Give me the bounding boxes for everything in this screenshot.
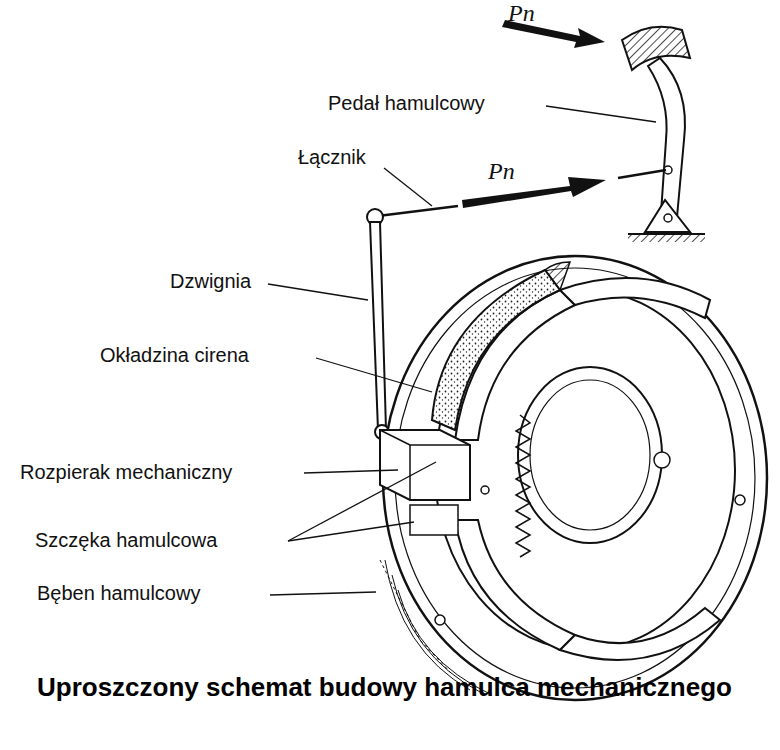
brake-pedal bbox=[622, 27, 705, 242]
return-spring bbox=[516, 415, 530, 557]
lever bbox=[367, 209, 389, 439]
part-label: Łącznik bbox=[298, 146, 366, 169]
force-arrow bbox=[462, 177, 606, 208]
link-rod bbox=[378, 170, 666, 216]
part-label: Bęben hamulcowy bbox=[37, 582, 200, 605]
brake-drum bbox=[380, 256, 767, 700]
brake-lining bbox=[545, 262, 570, 290]
part-label: Szczęka hamulcowa bbox=[35, 529, 217, 552]
part-label: Dzwignia bbox=[170, 270, 251, 293]
force-symbol: Pn bbox=[508, 0, 535, 28]
force-symbol: Pn bbox=[488, 158, 515, 186]
part-label: Okładzina cirena bbox=[100, 344, 249, 367]
hub bbox=[435, 367, 745, 625]
part-label: Pedał hamulcowy bbox=[328, 92, 485, 115]
leader-line bbox=[268, 106, 656, 595]
diagram-title: Uproszczony schemat budowy hamulca mecha… bbox=[37, 672, 757, 703]
part-label: Rozpierak mechaniczny bbox=[20, 461, 232, 484]
